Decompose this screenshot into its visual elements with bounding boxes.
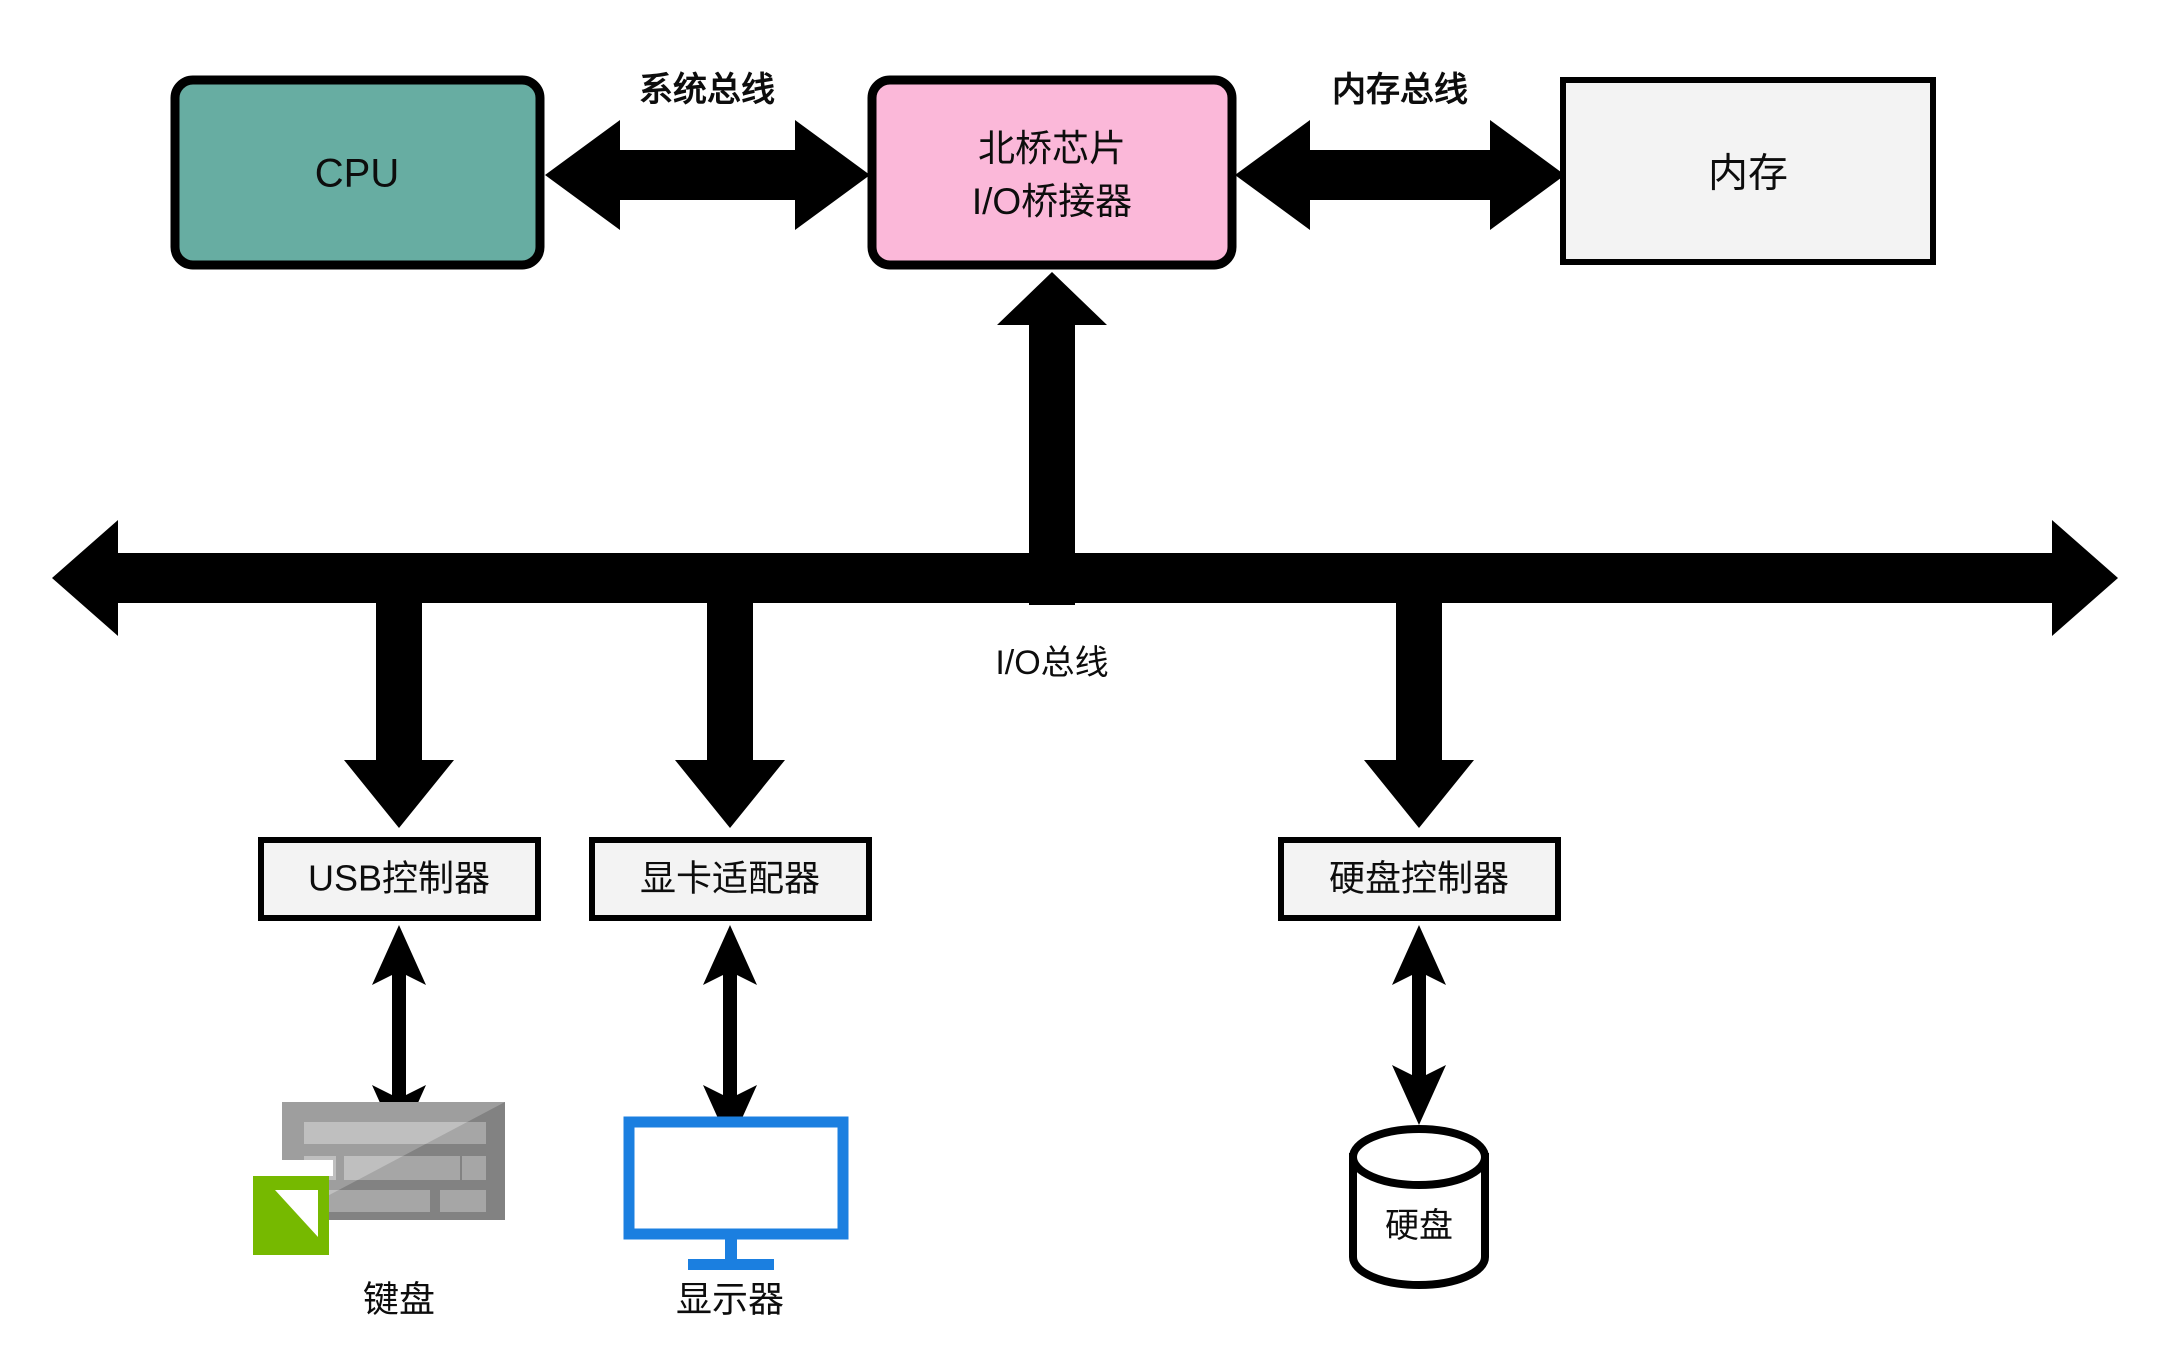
disk-controller-box xyxy=(1278,837,1561,921)
harddisk-icon: 硬盘 xyxy=(1349,1125,1489,1289)
monitor-label: 显示器 xyxy=(676,1279,784,1320)
monitor-icon xyxy=(623,1116,849,1270)
disk-controller-node[interactable]: 硬盘控制器 xyxy=(1278,837,1561,921)
northbridge-label-line2: I/O桥接器 xyxy=(972,181,1132,222)
cpu-label: CPU xyxy=(315,152,399,196)
usb-controller-box xyxy=(258,837,541,921)
northbridge-label-line1: 北桥芯片 xyxy=(978,128,1126,169)
memory-box xyxy=(1560,77,1936,265)
keyboard-label: 键盘 xyxy=(363,1279,435,1320)
system-bus-label: 系统总线 xyxy=(639,71,775,109)
usb-controller-label: USB控制器 xyxy=(308,858,490,899)
usb-to-keyboard-arrow xyxy=(372,925,426,1145)
memory-bus-label: 内存总线 xyxy=(1332,71,1468,109)
cpu-box xyxy=(170,75,545,270)
keyboard-icon xyxy=(249,1102,505,1259)
disk-to-harddisk-arrow xyxy=(1392,925,1446,1125)
memory-bus-arrow xyxy=(1235,120,1565,230)
northbridge-box xyxy=(867,75,1237,270)
io-bus-label: I/O总线 xyxy=(995,644,1108,682)
system-bus-arrow xyxy=(545,120,870,230)
graphics-adapter-label: 显卡适配器 xyxy=(640,858,820,899)
cpu-node[interactable]: CPU xyxy=(170,75,545,270)
disk-controller-label: 硬盘控制器 xyxy=(1329,858,1509,899)
io-bus-arrow xyxy=(52,520,2118,636)
memory-label: 内存 xyxy=(1708,152,1788,196)
usb-controller-node[interactable]: USB控制器 xyxy=(258,837,541,921)
io-bus-drop-disk xyxy=(1364,603,1474,828)
keyboard-badge-arrow-icon xyxy=(275,1190,318,1237)
harddisk-label: 硬盘 xyxy=(1385,1207,1453,1245)
graphics-adapter-node[interactable]: 显卡适配器 xyxy=(589,837,872,921)
io-bus-drop-usb xyxy=(344,603,454,828)
northbridge-to-io-bus-arrow xyxy=(997,272,1107,605)
northbridge-node[interactable]: 北桥芯片 I/O桥接器 xyxy=(867,75,1237,270)
io-bus-drop-graphics xyxy=(675,603,785,828)
graphics-adapter-box xyxy=(589,837,872,921)
memory-node[interactable]: 内存 xyxy=(1560,77,1936,265)
graphics-to-monitor-arrow xyxy=(703,925,757,1145)
